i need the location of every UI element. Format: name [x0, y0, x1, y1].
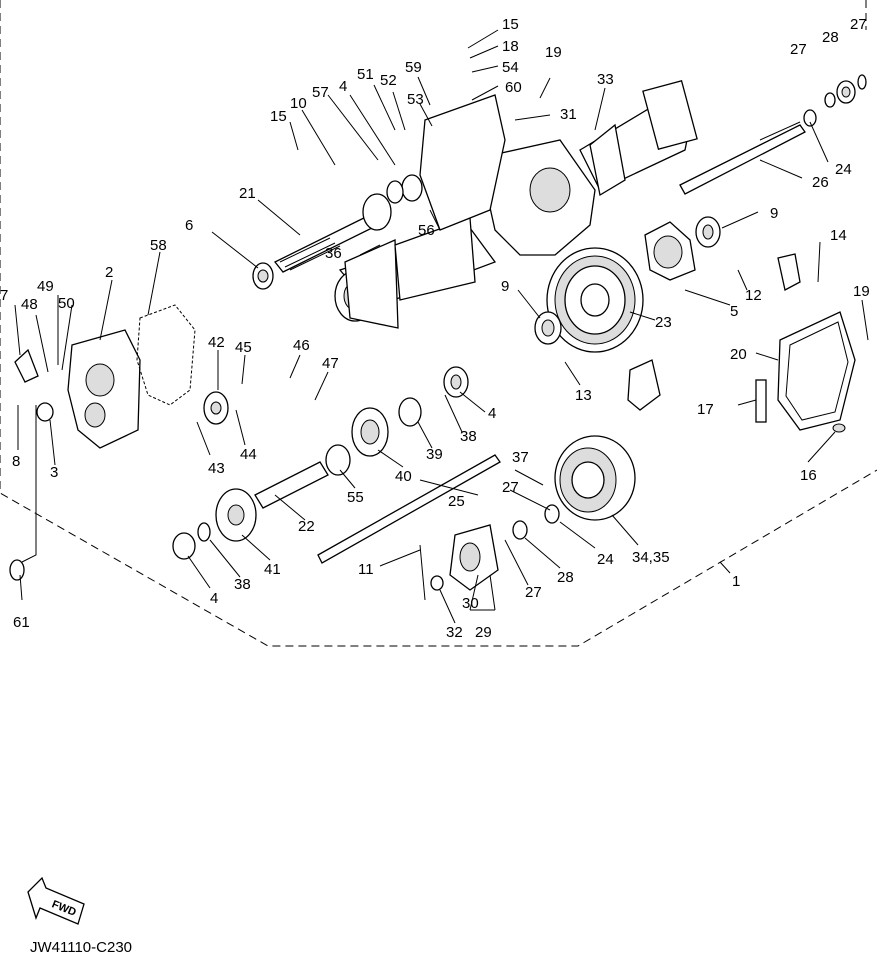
assembly-boundary: [0, 0, 877, 647]
ring-gear: [534, 247, 644, 353]
callout-36: 36: [325, 245, 342, 262]
callout-38b: 38: [234, 576, 251, 593]
callout-61: 61: [13, 614, 30, 631]
callout-28b: 28: [557, 569, 574, 586]
housing-cover: [755, 311, 856, 433]
callout-27a: 27: [850, 16, 867, 33]
callout-17: 17: [697, 401, 714, 418]
callout-7: 7: [0, 287, 8, 304]
callout-20: 20: [730, 346, 747, 363]
callout-33: 33: [597, 71, 614, 88]
callout-4b: 4: [488, 405, 496, 422]
callout-49: 49: [37, 278, 54, 295]
callout-53: 53: [407, 91, 424, 108]
callout-labels: 15 18 19 27 28 27 54 60 33 31 59 51 52 5…: [0, 16, 870, 641]
callout-54: 54: [502, 59, 519, 76]
callout-26: 26: [812, 174, 829, 191]
transmission-case: [9, 304, 196, 581]
callout-42: 42: [208, 334, 225, 351]
callout-22: 22: [298, 518, 315, 535]
callout-19b: 19: [853, 283, 870, 300]
callout-2: 2: [105, 264, 113, 281]
callout-34-35: 34,35: [632, 549, 670, 566]
brake-drum: [554, 435, 636, 521]
callout-46: 46: [293, 337, 310, 354]
callout-15b: 15: [270, 108, 287, 125]
callout-11: 11: [358, 561, 374, 578]
callout-32: 32: [446, 624, 463, 641]
callout-60: 60: [505, 79, 522, 96]
brake-shaft-hub: [317, 454, 560, 591]
callout-9b: 9: [501, 278, 509, 295]
callout-12: 12: [745, 287, 762, 304]
callout-18: 18: [502, 38, 519, 55]
callout-56: 56: [418, 222, 435, 239]
callout-51: 51: [357, 66, 374, 83]
callout-47: 47: [322, 355, 339, 372]
callout-27c: 27: [502, 479, 519, 496]
callout-4c: 4: [210, 590, 218, 607]
callout-25: 25: [448, 493, 465, 510]
differential-housing: [419, 80, 698, 256]
callout-39: 39: [426, 446, 443, 463]
callout-30: 30: [462, 595, 479, 612]
callout-15a: 15: [502, 16, 519, 33]
callout-16: 16: [800, 467, 817, 484]
callout-37: 37: [512, 449, 529, 466]
callout-27b: 27: [790, 41, 807, 58]
leader-lines: [14, 29, 869, 624]
callout-14: 14: [830, 227, 847, 244]
fwd-arrow: FWD: [27, 876, 85, 925]
callout-1: 1: [732, 573, 740, 590]
callout-27d: 27: [525, 584, 542, 601]
callout-40: 40: [395, 468, 412, 485]
callout-10: 10: [290, 95, 307, 112]
callout-31: 31: [560, 106, 577, 123]
callout-41: 41: [264, 561, 281, 578]
differential-carrier: [627, 216, 801, 411]
callout-58: 58: [150, 237, 167, 254]
diagram-code: JW41110-C230: [30, 939, 132, 955]
callout-52: 52: [380, 72, 397, 89]
callout-13: 13: [575, 387, 592, 404]
input-shaft: [252, 174, 423, 290]
callout-28a: 28: [822, 29, 839, 46]
callout-44: 44: [240, 446, 257, 463]
callout-23: 23: [655, 314, 672, 331]
callout-3: 3: [50, 464, 58, 481]
callout-43: 43: [208, 460, 225, 477]
callout-57: 57: [312, 84, 329, 101]
callout-38a: 38: [460, 428, 477, 445]
callout-50: 50: [58, 295, 75, 312]
gear-cluster: [172, 366, 469, 560]
callout-59: 59: [405, 59, 422, 76]
callout-5: 5: [730, 303, 738, 320]
callout-45: 45: [235, 339, 252, 356]
axle-shaft-right: [679, 74, 867, 195]
callout-24b: 24: [597, 551, 614, 568]
callout-6: 6: [185, 217, 193, 234]
callout-9a: 9: [770, 205, 778, 222]
callout-24a: 24: [835, 161, 852, 178]
callout-19a: 19: [545, 44, 562, 61]
callout-29: 29: [475, 624, 492, 641]
callout-4a: 4: [339, 78, 347, 95]
callout-21: 21: [239, 185, 256, 202]
callout-8: 8: [12, 453, 20, 470]
callout-48: 48: [21, 296, 38, 313]
callout-55: 55: [347, 489, 364, 506]
